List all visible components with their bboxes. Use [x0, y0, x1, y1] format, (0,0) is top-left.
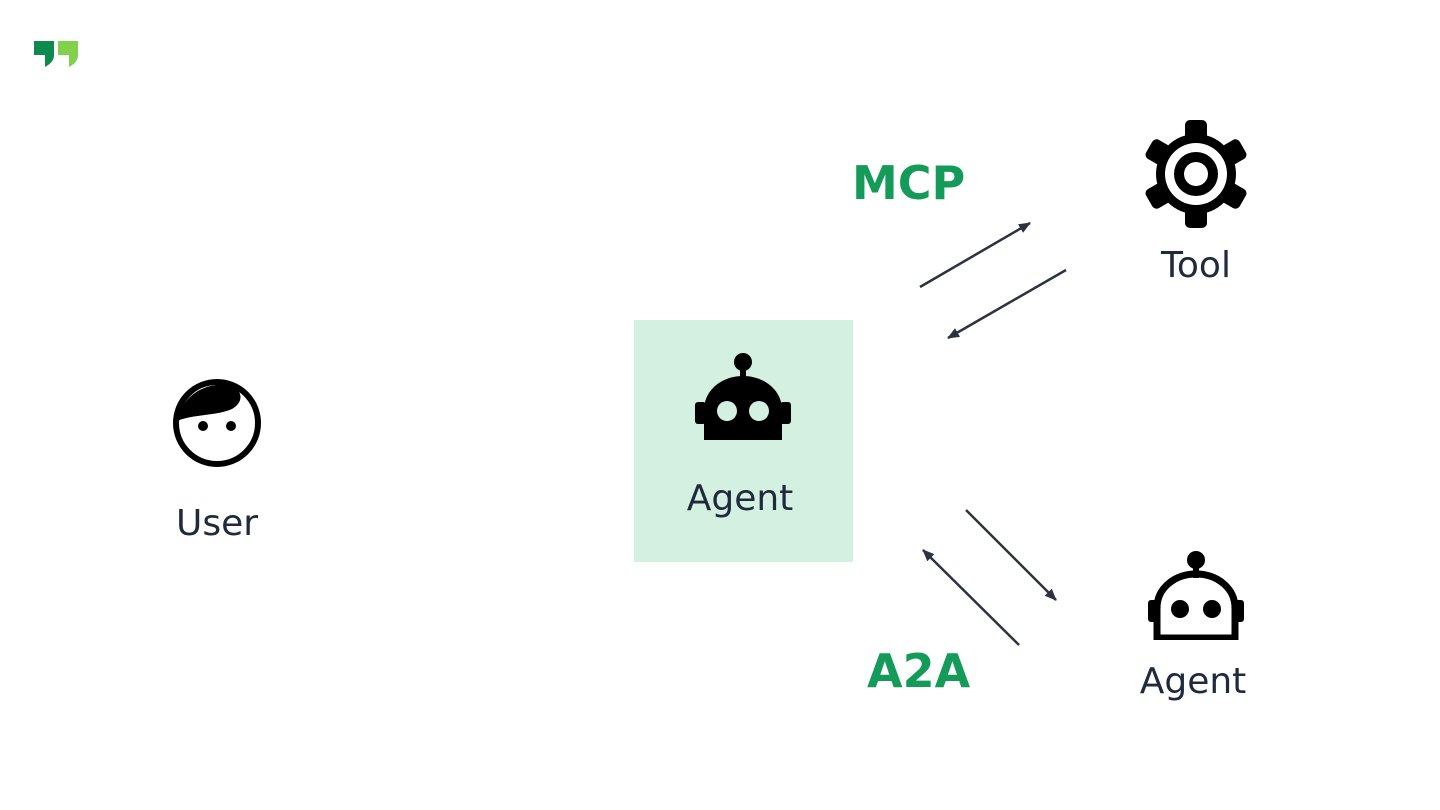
arrow-remote-agent-to-agent — [922, 549, 1020, 646]
tool-label: Tool — [1161, 245, 1231, 286]
user-face-icon — [173, 379, 261, 467]
robot-icon — [1148, 551, 1244, 640]
gear-icon — [1145, 120, 1247, 228]
user-label: User — [175, 503, 259, 544]
arrow-agent-to-remote-agent — [965, 509, 1057, 601]
agent-main-label: Agent — [686, 478, 794, 519]
mcp-label: MCP — [852, 156, 966, 210]
a2a-label: A2A — [867, 644, 971, 698]
arrow-agent-to-tool — [919, 221, 1031, 289]
robot-icon — [695, 353, 791, 440]
arrow-tool-to-agent — [947, 268, 1067, 340]
logo-icon — [34, 41, 78, 67]
agent-remote-label: Agent — [1139, 661, 1247, 702]
